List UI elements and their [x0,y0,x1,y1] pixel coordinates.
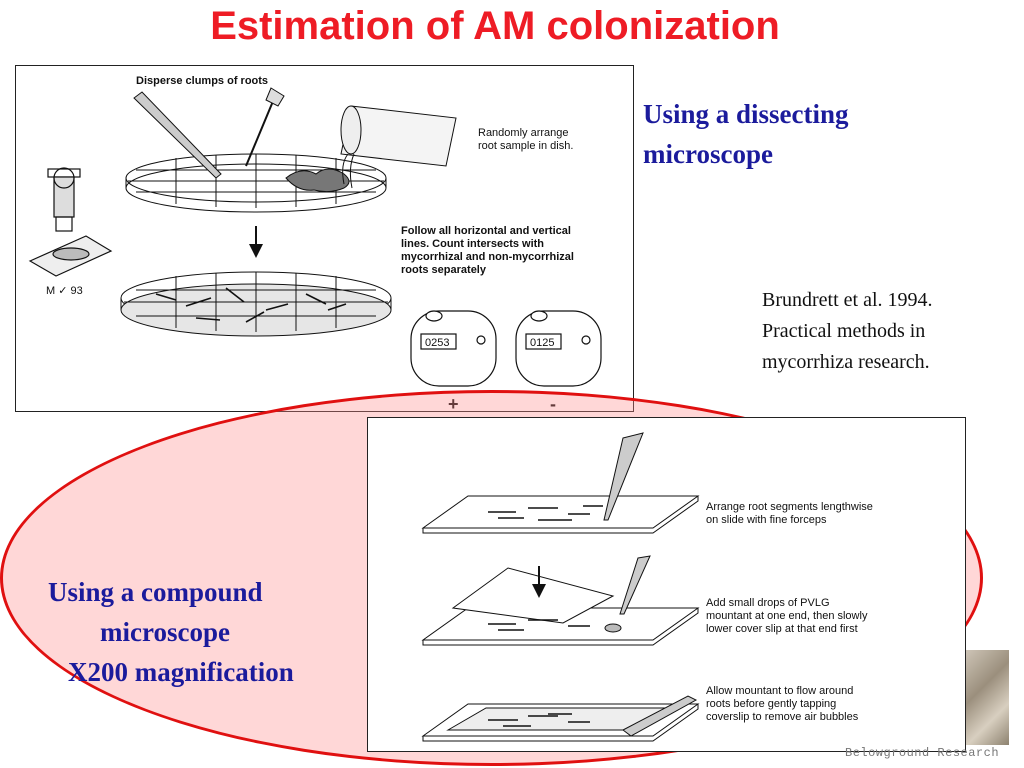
slide-title: Estimation of AM colonization [210,4,780,48]
step1-line1: Randomly arrange [478,127,569,139]
down-arrow-icon [249,226,263,258]
gridline-intersect-figure: Disperse clumps of roots M ✓ 93 [15,65,634,412]
slide-step3-line1: Allow mountant to flow around [706,685,853,697]
petri-dish-roots-icon [120,271,392,337]
beaker-pour-icon [340,105,457,189]
step1-line2: root sample in dish. [478,140,573,152]
down-arrow-icon [532,566,546,598]
dissecting-label-line1: Using a dissecting [643,99,849,129]
slide-step2-line1: Add small drops of PVLG [706,597,830,609]
figure-heading: Disperse clumps of roots [136,75,268,87]
slide-step3-line3: coverslip to remove air bubbles [706,711,859,723]
tally-counter-negative-icon [515,310,602,387]
step2-line3: mycorrhizal and non-mycorrhizal [401,251,574,263]
microscope-slide-3-icon [421,695,700,742]
sketch-signature: M ✓ 93 [46,285,83,297]
compound-label-line2: microscope [100,617,230,647]
slide-step1-line1: Arrange root segments lengthwise [706,501,873,513]
compound-label-line3: X200 magnification [68,657,294,687]
citation: Brundrett et al. 1994. Practical methods… [762,285,933,378]
microscope-icon [28,167,113,277]
slide-preparation-figure: Arrange root segments lengthwise on slid… [367,417,966,752]
slide-step1-line2: on slide with fine forceps [706,514,827,526]
step2-line2: lines. Count intersects with [401,238,544,250]
slide-step3-line2: roots before gently tapping [706,698,836,710]
compound-label-line1: Using a compound [48,577,263,607]
petri-dish-grid-icon [125,87,387,213]
counter-positive-value: 0253 [425,337,449,349]
citation-line2: Practical methods in [762,320,926,342]
citation-line1: Brundrett et al. 1994. [762,289,933,311]
counter-negative-value: 0125 [530,337,554,349]
tally-counter-positive-icon [410,310,497,387]
step2-line1: Follow all horizontal and vertical [401,225,571,237]
slide-step2-line2: mountant at one end, then slowly [706,610,868,622]
compound-microscope-label: Using a compound microscope X200 magnifi… [40,572,370,692]
step2-line4: roots separately [401,264,487,276]
citation-line3: mycorrhiza research. [762,351,930,373]
background-photo [964,650,1009,745]
slide-step2-line3: lower cover slip at that end first [706,623,858,635]
watermark: Belowground Research [845,746,1000,760]
microscope-slide-2-icon [421,555,700,646]
microscope-slide-1-icon [421,432,700,534]
dissecting-label-line2: microscope [643,139,773,169]
dissecting-microscope-label: Using a dissecting microscope [643,94,943,174]
